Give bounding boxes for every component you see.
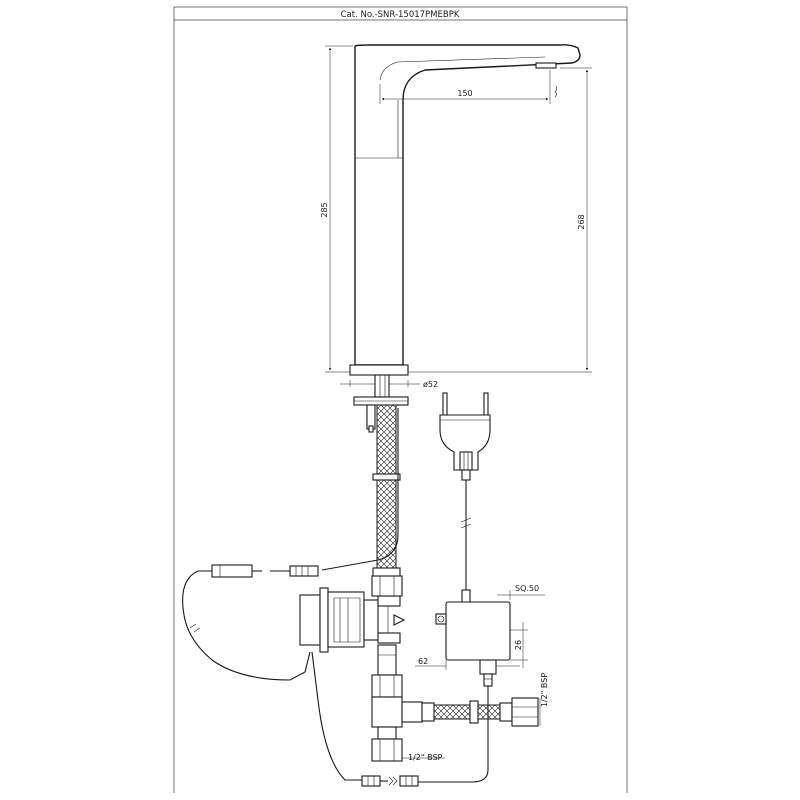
base-diameter-label: ø52 [423,380,438,389]
height-total-label: 285 [320,202,329,217]
title-block: Cat. No.-SNR-15017PMEBPK [173,6,628,793]
aerator-icon [535,62,557,69]
cable-break-icon [189,623,201,633]
power-cable-break-icon [460,517,472,529]
control-box [435,589,511,687]
dimension-box: SQ.50 26 62 [415,584,545,670]
reach-label: 150 [457,89,472,98]
box-offset-label: 62 [418,657,428,666]
threaded-rod [366,404,376,430]
height-spout-label: 268 [577,214,586,229]
right-hex-nut [511,697,539,727]
dimension-inlet-right: 1/2" BSP [539,673,549,726]
vertical-fittings [371,575,423,762]
box-height-label: 26 [514,640,523,650]
inlet-thread-bottom-label: 1/2" BSP [408,753,443,762]
dimension-268: 268 [408,67,592,373]
tee-fitting [371,696,403,728]
dimension-inlet-bottom: 1/2" BSP [402,753,445,762]
cable-break-icon-bottom [388,776,398,786]
bottom-connector [361,775,419,787]
sensor-connector [211,564,319,578]
faucet-body [349,44,581,376]
inlet-thread-right-label: 1/2" BSP [540,673,549,708]
base-plate [349,364,409,376]
sensor-cable [321,408,399,571]
mounting-assembly [353,374,409,433]
dimension-285: 285 [320,45,353,373]
power-plug [439,392,491,481]
solenoid-valve [299,587,406,653]
catalog-number: Cat. No.-SNR-15017PMEBPK [341,10,460,20]
upper-hex-nut [371,575,403,597]
middle-hex-nut [371,674,403,698]
braided-hose-horizontal [421,697,539,727]
box-width-label: SQ.50 [515,584,539,593]
dimension-150: 150 [379,70,558,104]
box-output-cable [418,686,489,783]
bottom-hex-nut [371,738,403,762]
braided-hose-vertical [372,404,401,578]
water-flow-icon [554,85,558,98]
solenoid-cable [182,570,311,681]
valve-signal-cable [311,651,362,781]
